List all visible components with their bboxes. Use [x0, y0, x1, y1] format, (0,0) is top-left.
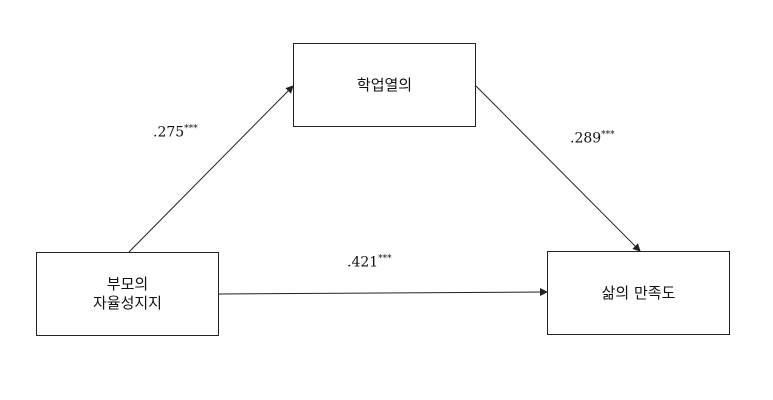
mediator-box: 학업열의 [293, 43, 476, 127]
arrow-independent-to-dependent [218, 288, 548, 297]
path-a-value: .275 [153, 124, 185, 141]
path-b-coefficient: .289*** [570, 130, 615, 147]
arrow-independent-to-mediator [128, 85, 294, 253]
path-b-significance: *** [601, 130, 615, 140]
independent-variable-label: 부모의 자율성지지 [92, 275, 162, 312]
path-a-coefficient: .275*** [153, 124, 198, 141]
dependent-variable-box: 삶의 만족도 [547, 251, 730, 335]
path-c-coefficient: .421*** [347, 254, 392, 271]
path-c-value: .421 [347, 254, 379, 271]
dependent-variable-label: 삶의 만족도 [601, 283, 676, 302]
path-a-significance: *** [184, 124, 198, 134]
path-c-significance: *** [378, 254, 392, 264]
mediator-label: 학업열의 [356, 75, 413, 94]
path-b-value: .289 [570, 130, 602, 147]
independent-variable-box: 부모의 자율성지지 [36, 252, 219, 336]
arrow-mediator-to-dependent [475, 85, 641, 252]
